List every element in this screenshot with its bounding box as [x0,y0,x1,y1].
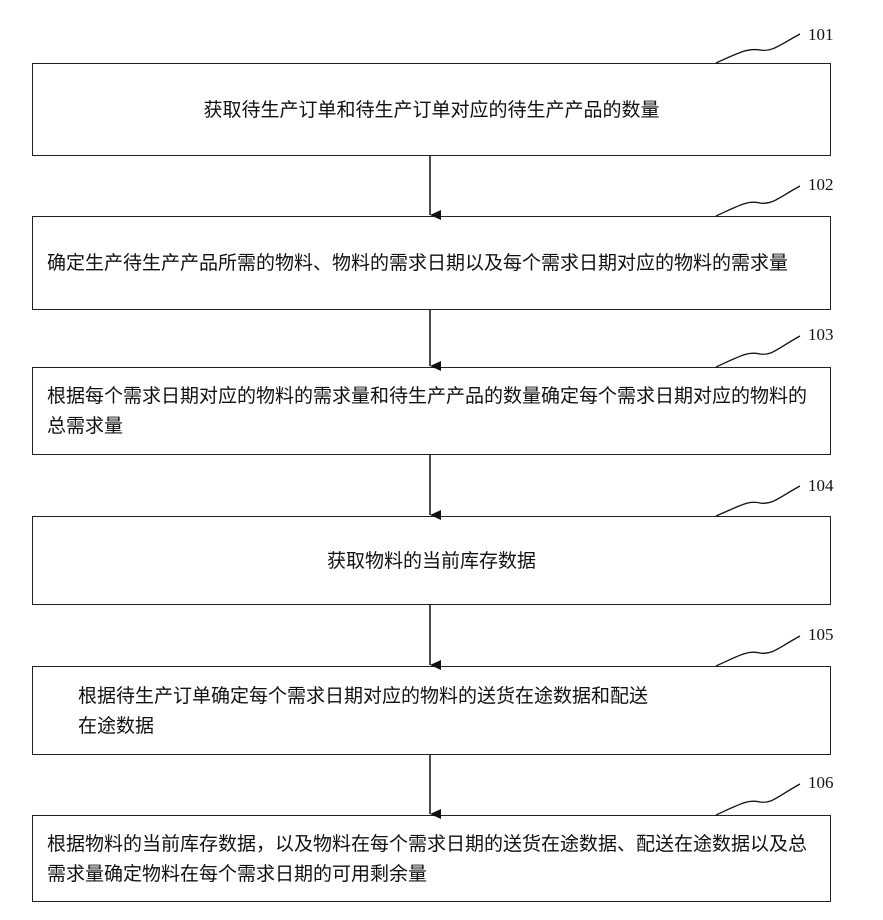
leader-104 [716,486,800,516]
leader-103 [716,336,800,367]
leader-105 [716,636,800,666]
leader-101 [716,34,800,63]
leader-106 [716,784,800,815]
leader-102 [716,186,800,216]
